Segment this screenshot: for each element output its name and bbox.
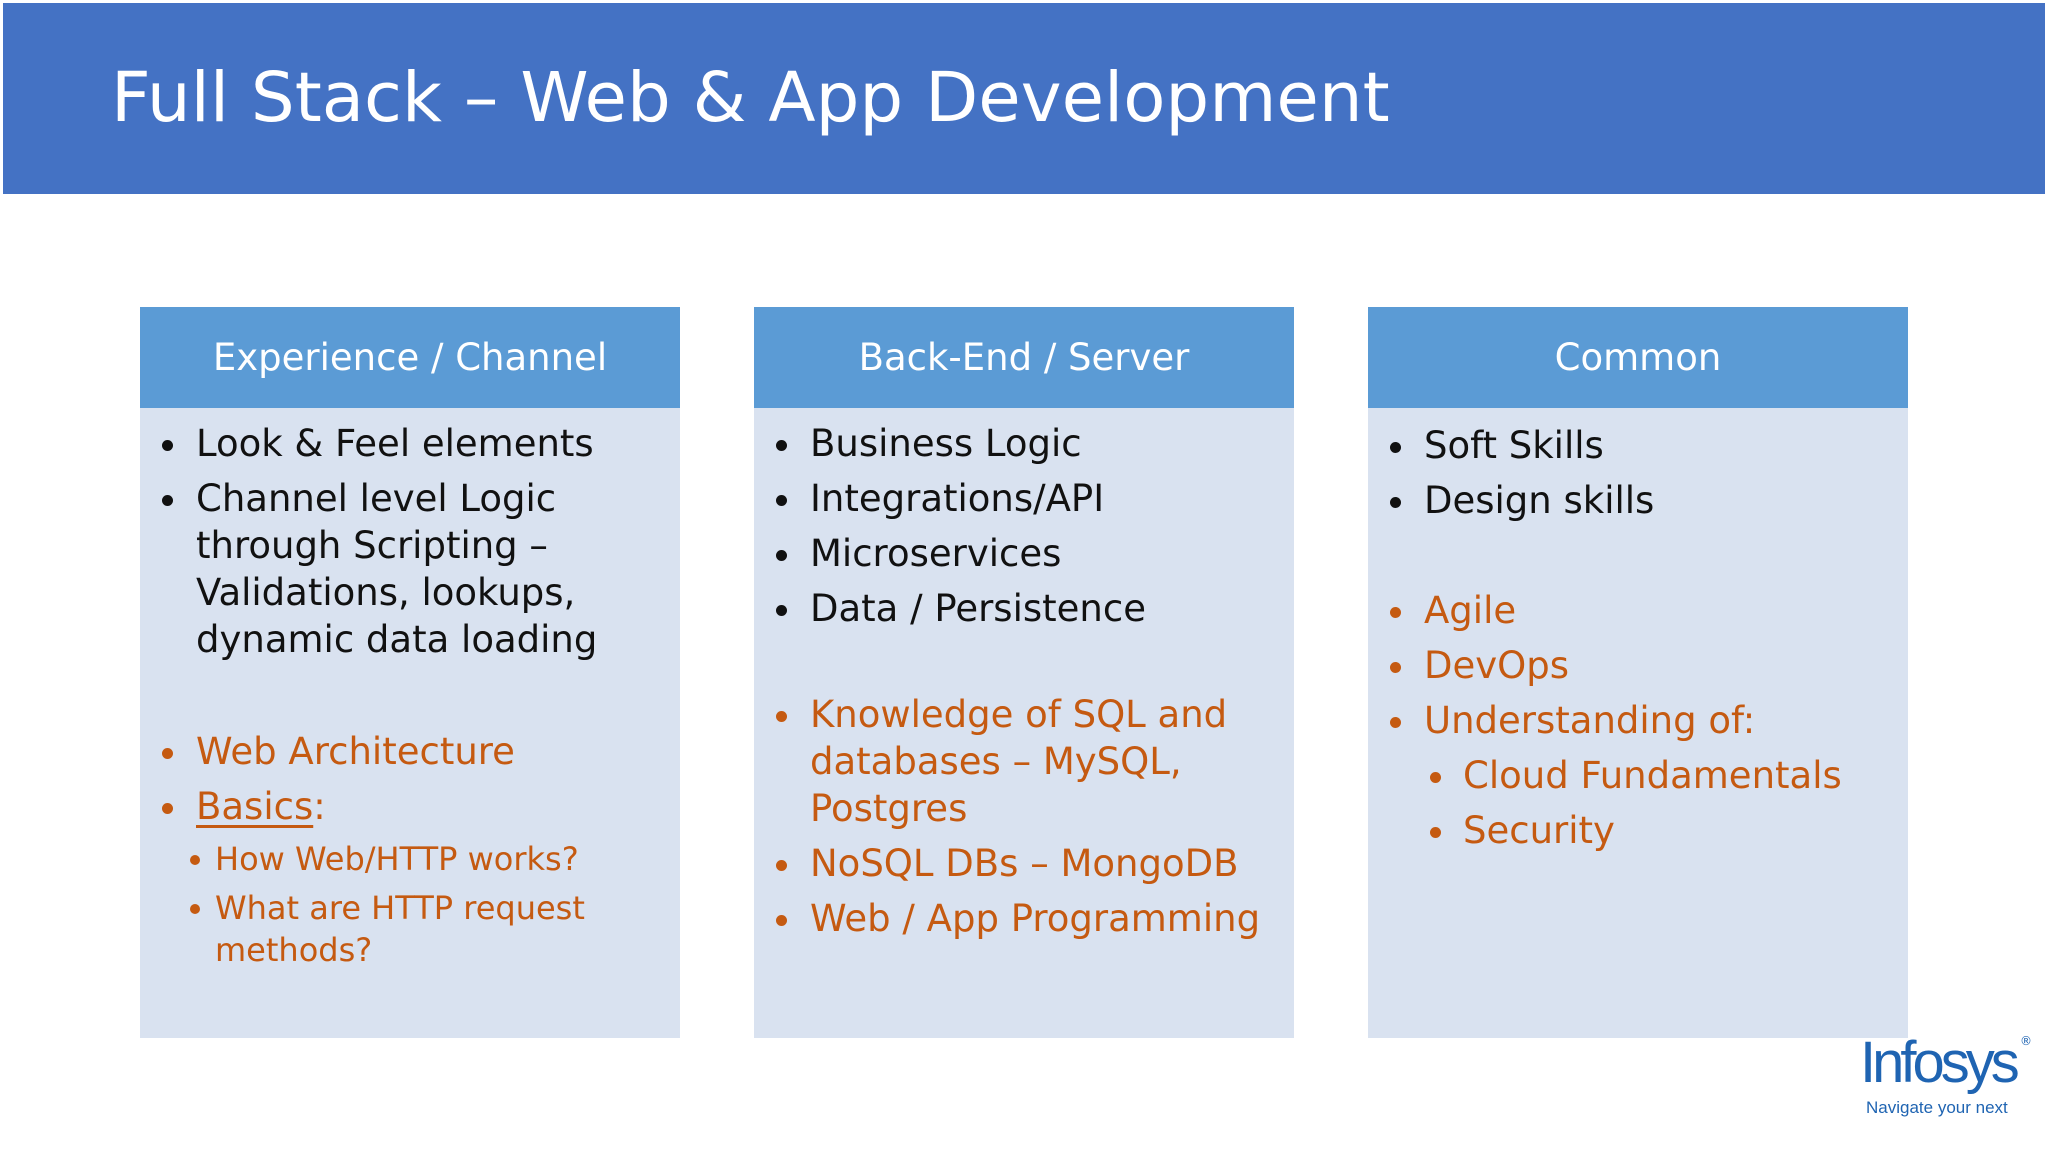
list-item: Integrations/API: [754, 475, 1294, 522]
list-item: Microservices: [754, 530, 1294, 577]
column-experience-channel: Experience / Channel Look & Feel element…: [140, 307, 680, 1038]
sub-list-item: What are HTTP request methods?: [140, 887, 680, 971]
list-item: Web / App Programming: [754, 895, 1294, 942]
list-item: Look & Feel elements: [140, 420, 680, 467]
basics-colon: :: [313, 785, 326, 828]
list-item: NoSQL DBs – MongoDB: [754, 840, 1294, 887]
core-list: Look & Feel elements Channel level Logic…: [140, 420, 680, 671]
core-list: Business Logic Integrations/API Microser…: [754, 420, 1294, 640]
registered-mark: ®: [2020, 1034, 2032, 1048]
list-item: Design skills: [1368, 477, 1908, 524]
column-header: Experience / Channel: [140, 307, 680, 408]
list-item: Web Architecture: [140, 728, 680, 775]
list-item: Basics:: [140, 783, 680, 830]
column-backend-server: Back-End / Server Business Logic Integra…: [754, 307, 1294, 1038]
extra-list: Knowledge of SQL and databases – MySQL, …: [754, 691, 1294, 950]
slide-title: Full Stack – Web & App Development: [111, 58, 1390, 138]
logo-tagline: Navigate your next: [1866, 1098, 2008, 1117]
sub-list-item: Cloud Fundamentals: [1368, 752, 1908, 799]
list-item: Soft Skills: [1368, 422, 1908, 469]
list-item: Data / Persistence: [754, 585, 1294, 632]
title-bar: Full Stack – Web & App Development: [3, 3, 2045, 194]
logo-wordmark: Infosys: [1860, 1030, 2020, 1095]
infosys-logo: Infosys ® Navigate your next: [1860, 1028, 2032, 1128]
list-item: Agile: [1368, 587, 1908, 634]
list-item: DevOps: [1368, 642, 1908, 689]
column-header: Back-End / Server: [754, 307, 1294, 408]
sub-list-item: Security: [1368, 807, 1908, 854]
core-list: Soft Skills Design skills: [1368, 422, 1908, 532]
list-item: Understanding of:: [1368, 697, 1908, 744]
list-item: Channel level Logic through Scripting – …: [140, 475, 680, 663]
extra-list: Agile DevOps Understanding of: Cloud Fun…: [1368, 587, 1908, 862]
column-header: Common: [1368, 307, 1908, 408]
list-item: Knowledge of SQL and databases – MySQL, …: [754, 691, 1294, 832]
column-common: Common Soft Skills Design skills Agile D…: [1368, 307, 1908, 1038]
sub-list-item: How Web/HTTP works?: [140, 838, 680, 880]
extra-list: Web Architecture Basics: How Web/HTTP wo…: [140, 728, 680, 978]
list-item: Business Logic: [754, 420, 1294, 467]
basics-link[interactable]: Basics: [196, 785, 314, 828]
